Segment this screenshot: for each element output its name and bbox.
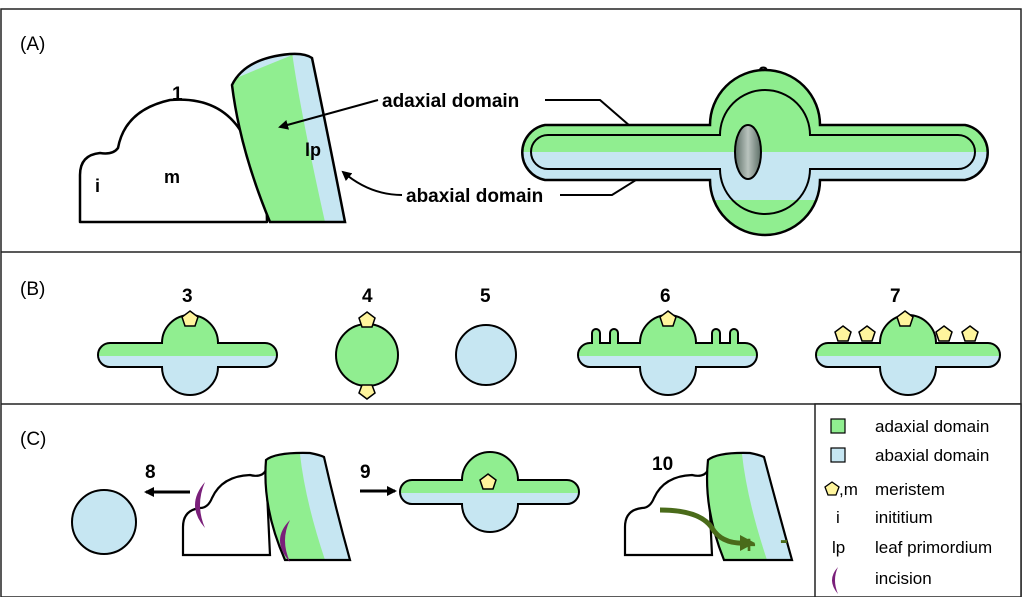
figure-7-number: 7 bbox=[890, 286, 901, 307]
cross-section-9 bbox=[395, 440, 585, 538]
legend-abaxial-swatch bbox=[831, 448, 845, 462]
legend-i-symbol: i bbox=[836, 508, 840, 527]
legend-lp-symbol: lp bbox=[832, 538, 845, 557]
cross-section-5 bbox=[456, 325, 516, 385]
panel-a-label: (A) bbox=[20, 34, 45, 55]
adaxial-domain-callout: adaxial domain bbox=[382, 91, 519, 112]
figure-4-number: 4 bbox=[362, 286, 373, 307]
legend-meristem-label: meristem bbox=[875, 480, 945, 499]
meristem-icon bbox=[897, 311, 913, 326]
meristem-icon bbox=[359, 312, 375, 327]
figure-9-number: 9 bbox=[360, 462, 371, 483]
legend-adaxial-label: adaxial domain bbox=[875, 417, 989, 436]
legend: adaxial domain abaxial domain ,m meriste… bbox=[815, 404, 1021, 597]
label-m: m bbox=[164, 167, 180, 187]
abaxial-arrow-1 bbox=[343, 172, 402, 195]
abaxial-domain-callout: abaxial domain bbox=[406, 186, 543, 207]
cross-section-7 bbox=[810, 300, 1005, 406]
label-i: i bbox=[95, 176, 100, 196]
figure-8-number: 8 bbox=[145, 462, 156, 483]
legend-i-label: inititium bbox=[875, 508, 933, 527]
meristem-icon bbox=[359, 385, 375, 399]
panel-c-label: (C) bbox=[20, 429, 46, 450]
meristem-icon bbox=[859, 326, 875, 341]
figure-10-number: 10 bbox=[652, 454, 673, 475]
meristem-icon bbox=[660, 311, 676, 326]
meristem-icon bbox=[835, 326, 851, 341]
shoot-apex-outline-c bbox=[183, 470, 270, 555]
cross-section-8 bbox=[72, 490, 136, 554]
legend-lp-label: leaf primordium bbox=[875, 538, 992, 557]
legend-adaxial-swatch bbox=[831, 419, 845, 433]
legend-incision-label: incision bbox=[875, 569, 932, 588]
leaf-primordium-c bbox=[255, 445, 365, 565]
panel-b-label: (B) bbox=[20, 279, 45, 300]
cross-section-3 bbox=[90, 300, 280, 406]
label-lp: lp bbox=[305, 140, 321, 160]
figure-6-number: 6 bbox=[660, 286, 671, 307]
meristem-icon bbox=[936, 326, 952, 341]
leaf-cross-section-2 bbox=[520, 70, 1000, 235]
legend-meristem-symbol: ,m bbox=[839, 480, 858, 499]
cross-section-6 bbox=[570, 300, 770, 406]
minus-sign: - bbox=[780, 527, 788, 554]
figure-3-number: 3 bbox=[182, 286, 193, 307]
cross-section-4 bbox=[336, 312, 398, 399]
legend-abaxial-label: abaxial domain bbox=[875, 446, 989, 465]
figure-5-number: 5 bbox=[480, 286, 491, 307]
meristem-icon bbox=[182, 311, 198, 326]
meristem-icon bbox=[962, 326, 978, 341]
plus-sign: + bbox=[742, 532, 756, 559]
